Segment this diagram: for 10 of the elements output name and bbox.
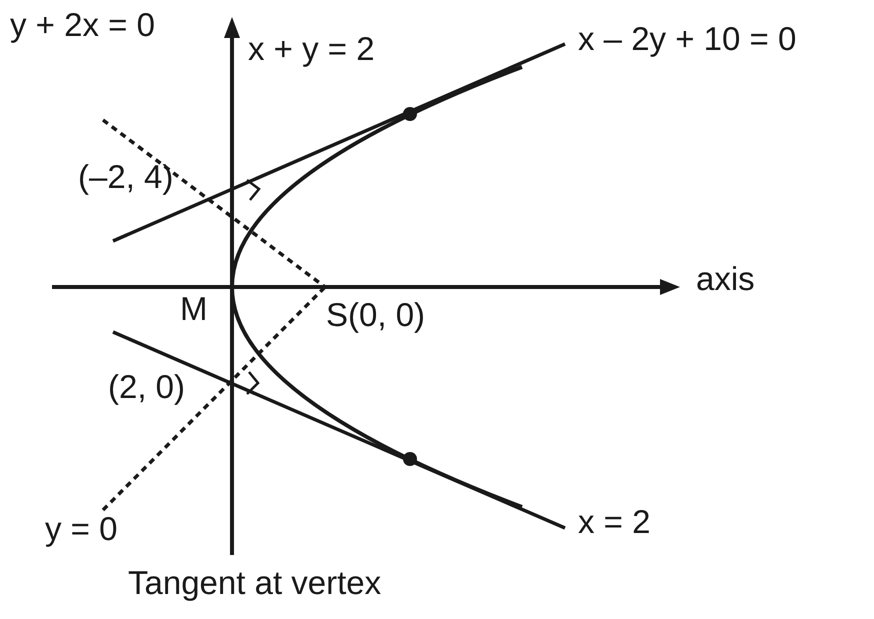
line-equation-label: x + y = 2 <box>248 32 375 65</box>
line-caption: Tangent at vertex <box>128 566 382 599</box>
point-coordinate-label: (2, 0) <box>108 370 186 403</box>
line-equation-label: x – 2y + 10 = 0 <box>578 22 796 55</box>
axis-label: axis <box>696 262 755 295</box>
point-label: S(0, 0) <box>326 298 426 331</box>
line-equation-label: x = 2 <box>578 505 650 538</box>
line-equation-label: y + 2x = 0 <box>10 8 155 41</box>
point-label: M <box>180 292 208 325</box>
line-equation-label: y = 0 <box>45 512 118 545</box>
